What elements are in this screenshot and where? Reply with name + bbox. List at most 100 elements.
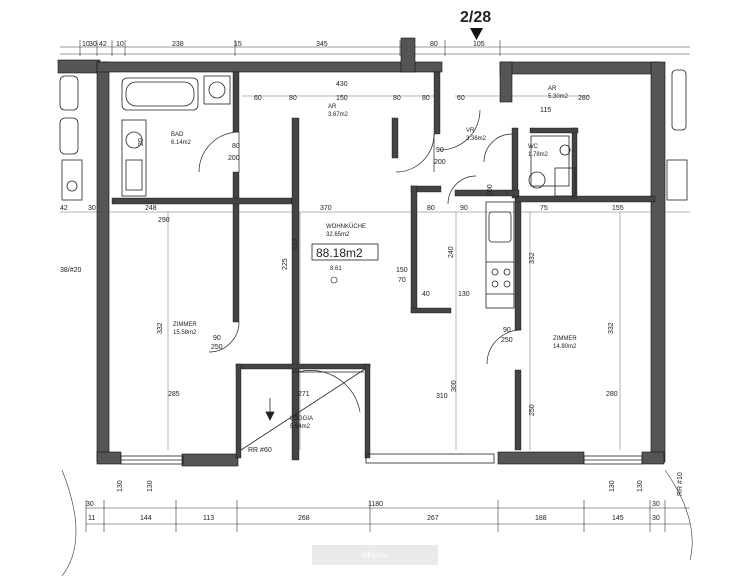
dim-label: 42	[99, 41, 107, 48]
top-dimension-chain	[60, 40, 690, 56]
dim-label: 145	[612, 515, 624, 522]
room-area: 15.58m2	[173, 330, 197, 336]
dim-label: 30	[89, 41, 97, 48]
room-area: 3.36m2	[466, 136, 487, 142]
bathroom-fixtures	[59, 69, 688, 201]
dim-label: 113	[203, 515, 214, 522]
bathtub-icon	[121, 77, 199, 111]
room-name: AR	[328, 104, 337, 110]
dim-label: 90	[503, 327, 511, 334]
dim-label: 30	[652, 515, 660, 522]
side-label: 38/#20	[60, 267, 82, 274]
dim-label: 155	[612, 205, 624, 212]
dim-label: 345	[316, 41, 328, 48]
dim-label: 285	[168, 391, 180, 398]
dim-label: 188	[535, 515, 547, 522]
room-name: WC	[528, 144, 539, 150]
room-name: VR	[466, 128, 475, 134]
dim-label: 200	[487, 184, 494, 196]
sheet-marker-arrow	[470, 28, 483, 40]
dim-label: 310	[436, 393, 448, 400]
bottom-dimension-chain	[61, 469, 693, 576]
dim-label: 225	[282, 258, 289, 270]
room-area: 32.65m2	[326, 232, 350, 238]
dim-label: 280	[578, 95, 590, 102]
dim-label: 513	[292, 238, 299, 250]
dim-label: 250	[529, 404, 536, 416]
dim-label: 80	[430, 41, 438, 48]
dim-label: 30	[86, 501, 94, 508]
dim-label: 80	[289, 95, 297, 102]
dim-label: 332	[157, 322, 164, 334]
room-name: WOHNKÜCHE	[326, 223, 366, 230]
room-labels: BAD 6.14m2 AR 3.67m2 VR 3.36m2 AR 5.30m2…	[171, 86, 577, 430]
dim-label: 238	[172, 41, 184, 48]
sink-icon	[488, 211, 512, 243]
dim-label: 250	[501, 337, 513, 344]
dim-label: 130	[609, 480, 616, 492]
dim-label: 75	[540, 205, 548, 212]
dim-label: 1180	[368, 501, 383, 508]
dim-label: 250	[211, 344, 223, 351]
dim-label: 15	[234, 41, 242, 48]
dim-label: 60	[457, 95, 465, 102]
dim-label: 240	[448, 246, 455, 258]
inner-dimension-lines	[60, 95, 690, 450]
room-area: 6.14m2	[171, 140, 192, 146]
loggia-outline	[240, 368, 366, 451]
dim-label: 130	[117, 480, 124, 492]
room-name: BAD	[171, 132, 184, 138]
room-area: 5.64m2	[290, 424, 311, 430]
total-area-box: 88.18m2 8.61	[311, 243, 379, 284]
dim-label: 271	[298, 391, 310, 398]
dim-label: 130	[147, 480, 154, 492]
room-name: AR	[548, 86, 557, 92]
dim-label: 268	[298, 515, 310, 522]
sheet-number: 2/28	[460, 9, 491, 26]
bottom-dimension-labels: 11 144 113 268 267 188 145 30 1180 30 30…	[86, 480, 660, 522]
dim-label: 280	[606, 391, 618, 398]
dim-label: 42	[60, 205, 68, 212]
dim-label: 300	[451, 380, 458, 392]
dim-label: 430	[336, 81, 348, 88]
dim-label: 90	[213, 335, 221, 342]
rr-label: RR #10	[677, 472, 684, 496]
top-dimension-labels: 10 30 42 10 238 15 345 80 105	[82, 41, 485, 48]
total-area: 88.18m2	[316, 246, 363, 260]
dim-label: 10	[116, 41, 124, 48]
dim-label: 30	[88, 205, 96, 212]
washbasin-icon	[203, 75, 231, 105]
room-name: ZIMMER	[173, 322, 197, 328]
dim-label: 200	[434, 159, 446, 166]
dim-label: 105	[473, 41, 485, 48]
dim-label: 290	[158, 217, 170, 224]
dim-label: 80	[232, 143, 240, 150]
dim-label: 150	[336, 95, 348, 102]
dim-label: 70	[398, 277, 406, 284]
wc-toilet-icon	[559, 144, 571, 156]
door-swings	[198, 109, 522, 413]
dim-label: 200	[228, 155, 240, 162]
interior-walls	[111, 71, 656, 461]
dim-label: 11	[88, 515, 95, 522]
vertical-dimension-labels: 513 225 332 332 240 300 250 332 200 20	[138, 138, 615, 416]
toilet-icon	[125, 131, 143, 149]
dim-label: 130	[458, 291, 470, 298]
room-name: ZIMMER	[553, 336, 577, 342]
dim-label: 80	[422, 95, 430, 102]
dim-label: 90	[436, 147, 444, 154]
room-area: 1.78m2	[528, 152, 549, 158]
dim-label: 20	[138, 138, 145, 146]
facade-windows	[120, 453, 643, 465]
dim-label: 267	[427, 515, 439, 522]
dim-label: 332	[529, 252, 536, 264]
level-marker-icon	[330, 276, 338, 284]
dim-label: 150	[396, 267, 408, 274]
kitchen-counter	[485, 201, 515, 309]
dim-label: 60	[254, 95, 262, 102]
dim-label: 10	[82, 41, 90, 48]
dim-label: 115	[540, 107, 551, 114]
room-area: 14.80m2	[553, 344, 577, 350]
dim-label: 370	[320, 205, 332, 212]
